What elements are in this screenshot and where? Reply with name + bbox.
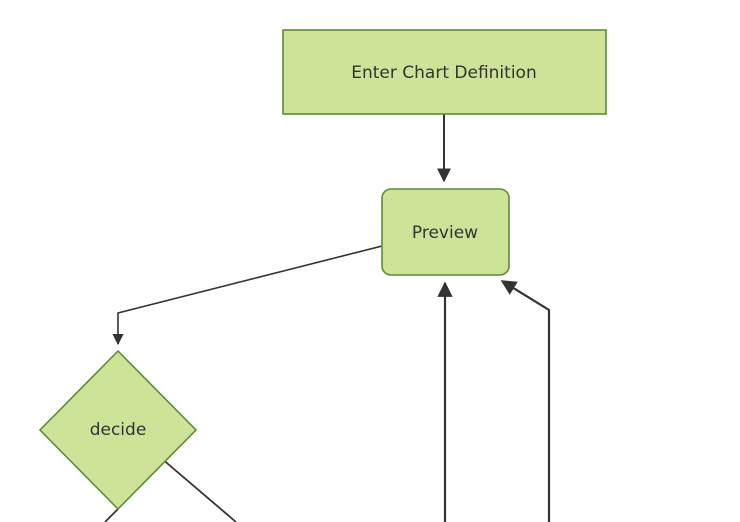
node-decide-shape[interactable]	[38, 349, 198, 511]
node-decide[interactable]: decide	[38, 349, 198, 511]
node-preview-shape[interactable]	[381, 188, 510, 276]
edge-group	[104, 114, 551, 522]
edge-decide-bottom-out	[104, 508, 119, 522]
edge-preview-to-decide	[112, 245, 383, 346]
node-preview[interactable]: Preview	[381, 188, 510, 276]
edge-incoming-right-to-preview	[500, 280, 551, 522]
edge-decide-right-out	[160, 457, 237, 522]
node-enter-chart-definition[interactable]: Enter Chart Definition	[282, 29, 607, 115]
node-enter-chart-definition-shape[interactable]	[282, 29, 607, 115]
